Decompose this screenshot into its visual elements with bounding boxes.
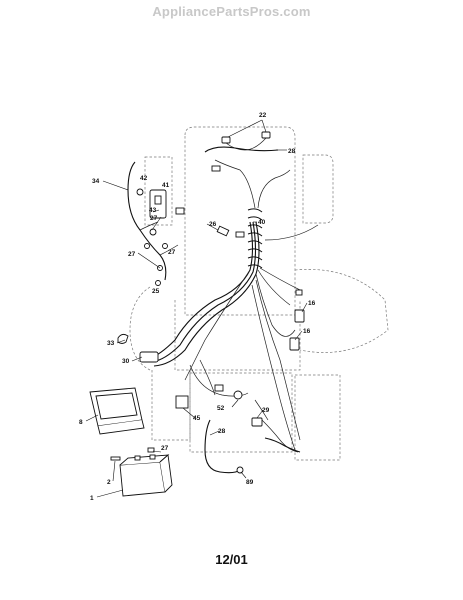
- callout-16-lower: 16: [303, 328, 311, 335]
- parts: [89, 131, 305, 497]
- callouts: 22 28 34 42 41 43 27 26 40 27 27 25 16 1…: [79, 112, 316, 502]
- relay-module: [216, 225, 230, 237]
- bolt: [110, 456, 121, 461]
- callout-27-upper: 27: [150, 215, 158, 222]
- seat-switch: [251, 417, 263, 427]
- callout-26: 26: [209, 221, 217, 228]
- callout-41: 41: [162, 182, 170, 189]
- switch-lower: [289, 337, 300, 351]
- fuse-holder: [175, 395, 189, 409]
- callout-27-left: 27: [128, 251, 136, 258]
- callout-29: 29: [262, 407, 270, 414]
- switch-upper: [294, 309, 305, 323]
- callout-16-upper: 16: [308, 300, 316, 307]
- date-code: 12/01: [215, 552, 248, 567]
- watermark-text: AppliancePartsPros.com: [152, 4, 311, 19]
- leader-lines: [85, 119, 308, 498]
- solenoid: [233, 390, 243, 400]
- callout-25: 25: [152, 288, 160, 295]
- callout-2: 2: [107, 479, 111, 486]
- callout-27-mid: 27: [168, 249, 176, 256]
- callout-28: 28: [288, 148, 296, 155]
- wiring-harness: [127, 159, 319, 474]
- callout-34: 34: [92, 178, 100, 185]
- callout-43: 43: [149, 207, 157, 214]
- callout-27-battery: 27: [161, 445, 169, 452]
- callout-40: 40: [258, 219, 266, 226]
- headlight-left: [221, 136, 231, 144]
- callout-30: 30: [122, 358, 130, 365]
- callout-33: 33: [107, 340, 115, 347]
- callout-89: 89: [246, 479, 254, 486]
- callout-22: 22: [259, 112, 267, 119]
- callout-52: 52: [217, 405, 225, 412]
- key-icon: [136, 188, 144, 196]
- callout-42: 42: [140, 175, 148, 182]
- callout-1: 1: [90, 495, 94, 502]
- headlight-right: [261, 131, 271, 139]
- harness-connector: [139, 351, 159, 363]
- callout-28-lower: 28: [218, 428, 226, 435]
- chassis-outline: [129, 126, 389, 461]
- callout-8: 8: [79, 419, 83, 426]
- callout-45: 45: [193, 415, 201, 422]
- clip-icon: [117, 333, 129, 344]
- battery: [119, 461, 166, 497]
